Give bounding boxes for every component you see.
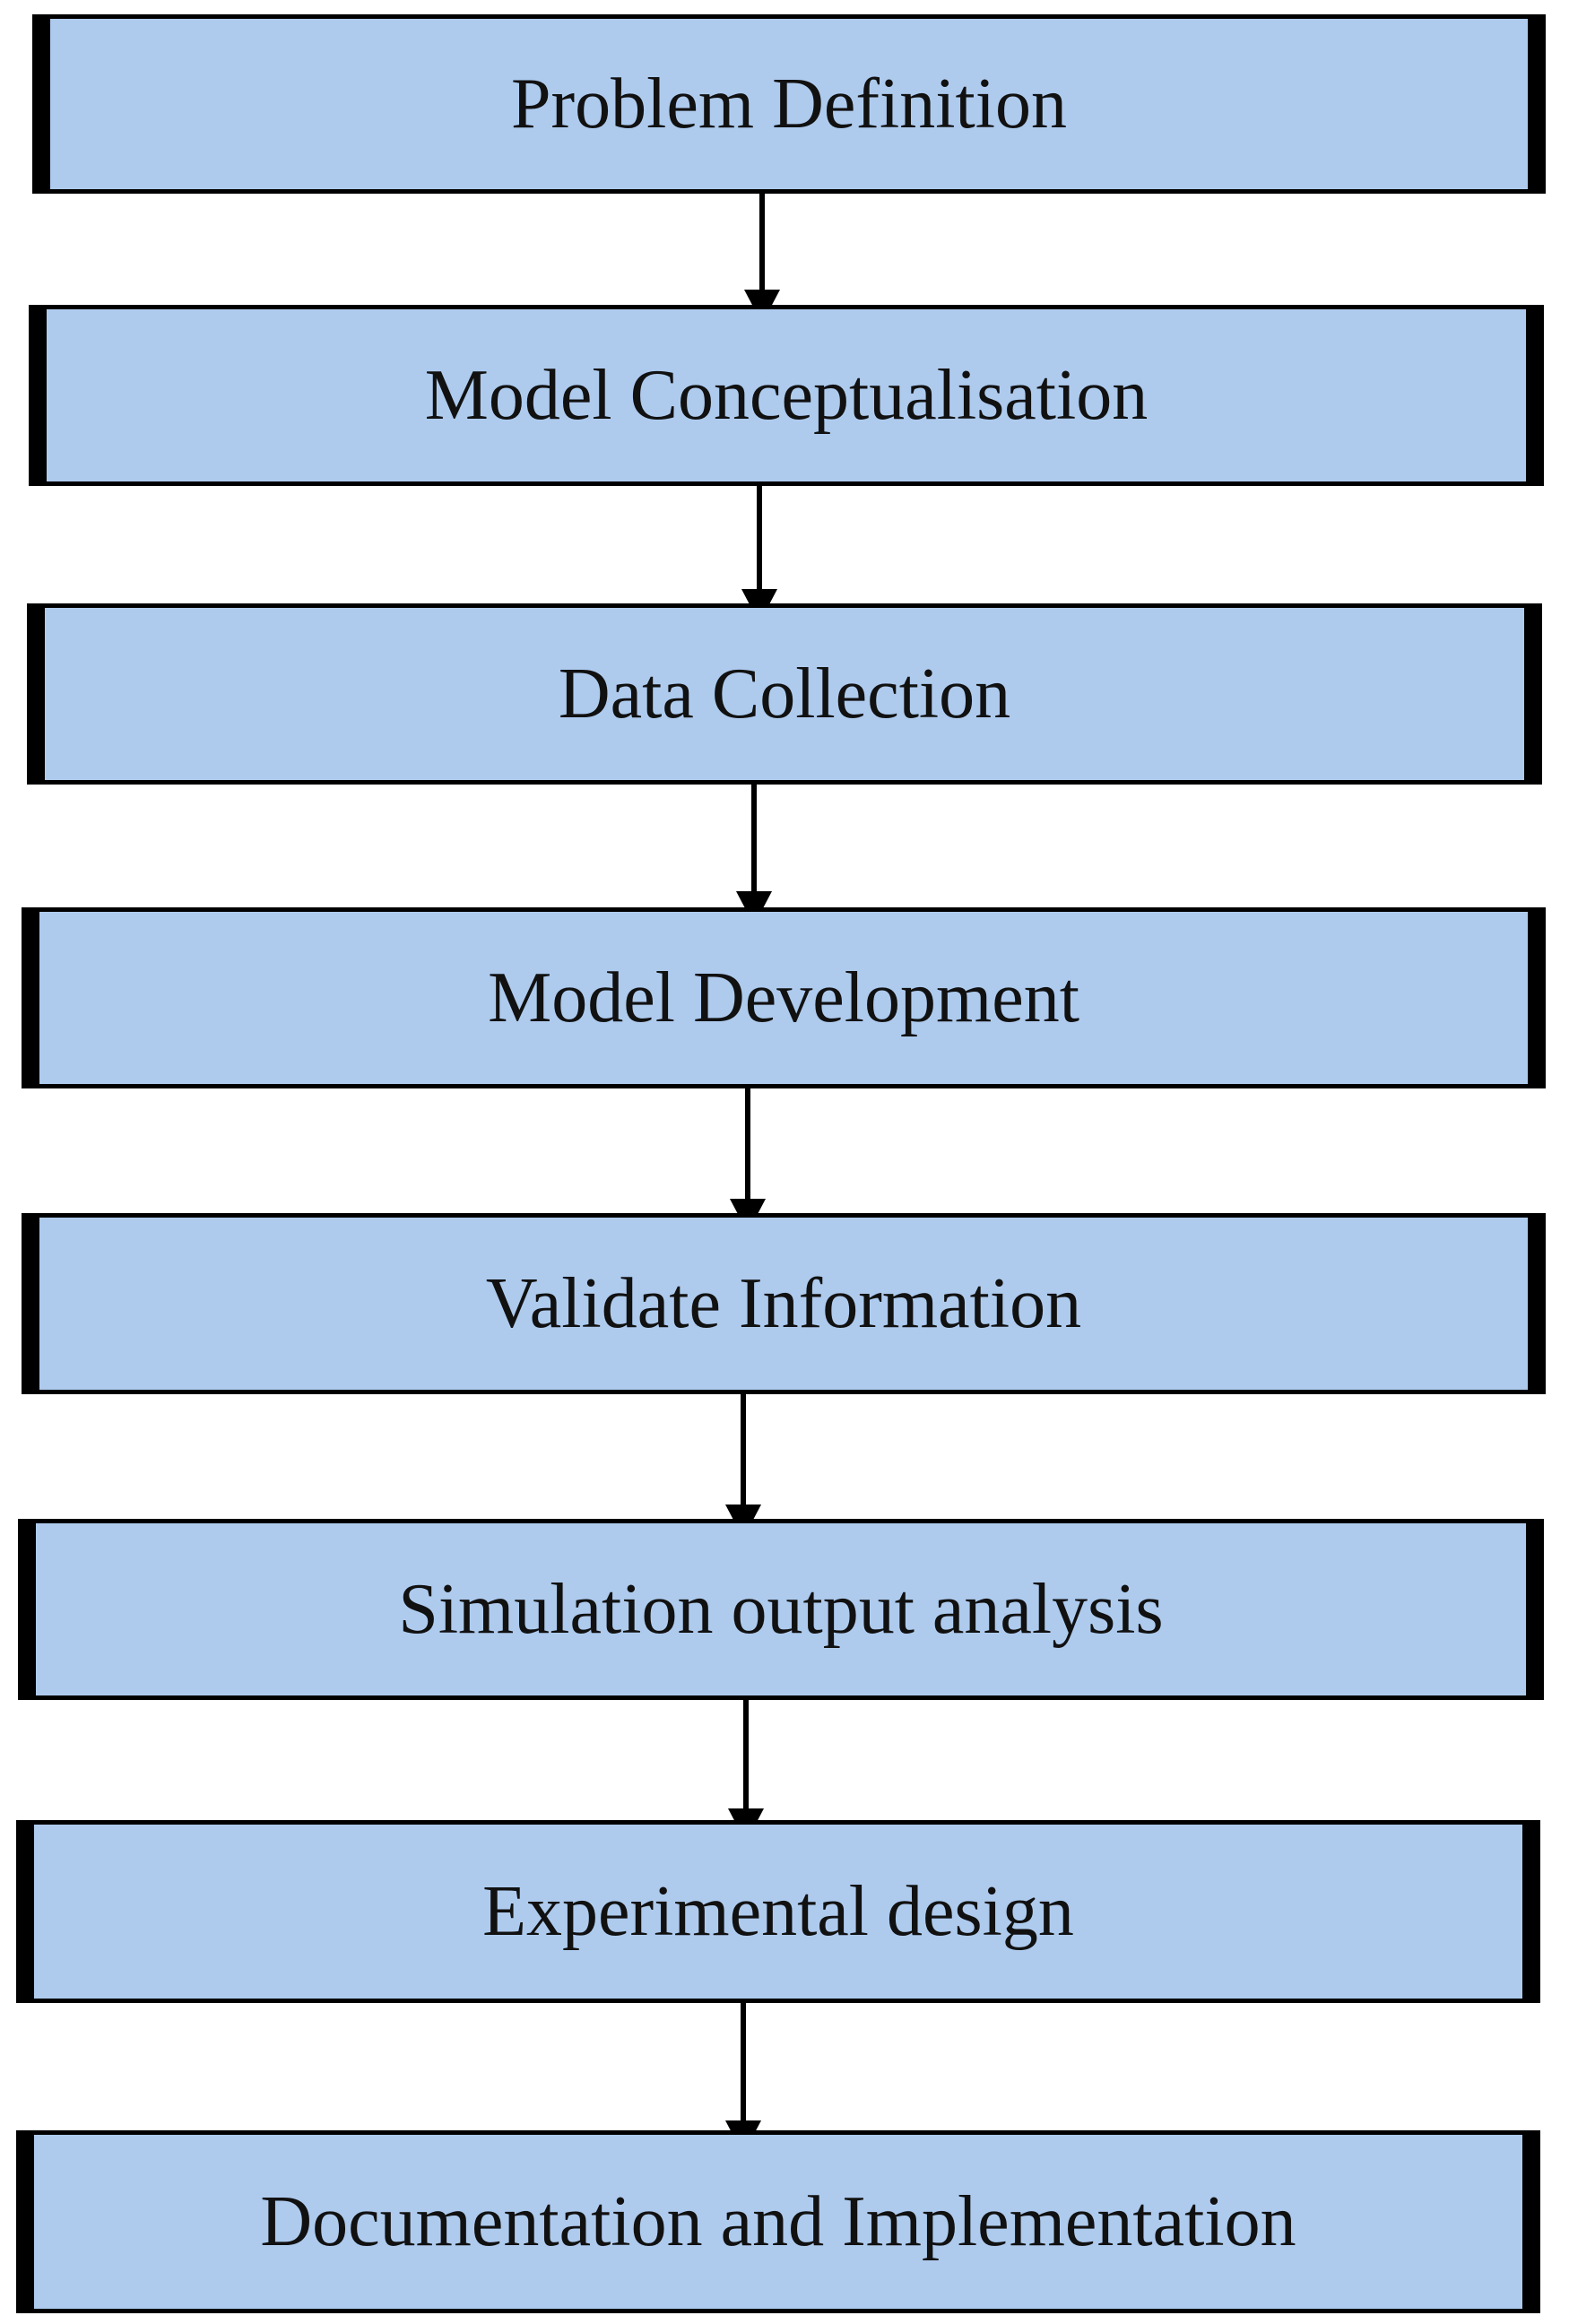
step-label: Model Development	[488, 958, 1079, 1037]
step-box-experimental-design: Experimental design	[16, 1820, 1540, 2003]
step-label: Simulation output analysis	[398, 1570, 1164, 1649]
step-label: Validate Information	[485, 1264, 1082, 1343]
step-box-model-development: Model Development	[22, 907, 1546, 1088]
step-box-validate-information: Validate Information	[22, 1213, 1546, 1394]
step-label: Model Conceptualisation	[424, 356, 1149, 435]
step-box-simulation-output-analysis: Simulation output analysis	[18, 1519, 1544, 1700]
step-box-model-conceptualisation: Model Conceptualisation	[29, 305, 1544, 486]
step-box-problem-definition: Problem Definition	[32, 14, 1546, 194]
step-box-documentation-and-implementation: Documentation and Implementation	[16, 2130, 1540, 2313]
step-label: Data Collection	[558, 655, 1011, 733]
step-label: Experimental design	[482, 1872, 1074, 1951]
step-box-data-collection: Data Collection	[27, 603, 1542, 785]
step-label: Documentation and Implementation	[260, 2182, 1296, 2261]
step-label: Problem Definition	[511, 65, 1067, 143]
